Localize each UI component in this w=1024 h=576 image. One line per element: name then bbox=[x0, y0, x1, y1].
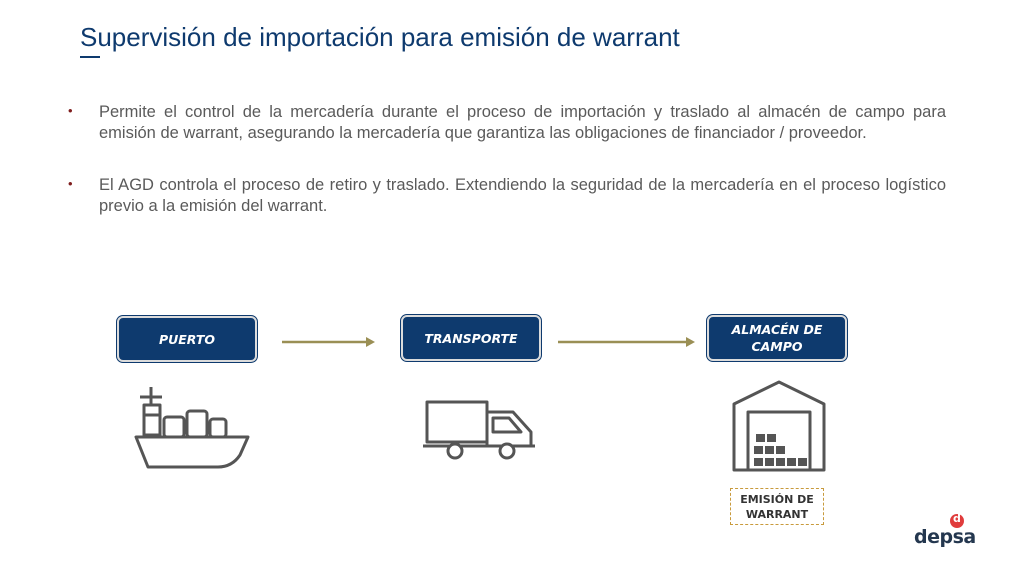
node-label: TRANSPORTE bbox=[424, 330, 518, 346]
node-label: PUERTO bbox=[158, 331, 216, 347]
bullet-text: Permite el control de la mercadería dura… bbox=[99, 103, 946, 142]
flow-arrow bbox=[558, 337, 695, 347]
node-almacen-de-campo: ALMACÉN DE CAMPO bbox=[707, 315, 847, 361]
ship-icon bbox=[134, 387, 250, 469]
warehouse-icon bbox=[732, 380, 826, 472]
flow-arrow bbox=[282, 337, 375, 347]
node-puerto: PUERTO bbox=[117, 316, 257, 362]
bullet-list: • Permite el control de la mercadería du… bbox=[68, 102, 946, 248]
emission-label-line1: EMISIÓN DE bbox=[740, 492, 814, 506]
bullet-text: El AGD controla el proceso de retiro y t… bbox=[99, 176, 946, 215]
bullet-item: • Permite el control de la mercadería du… bbox=[68, 102, 946, 144]
depsa-logo: depsa bbox=[914, 512, 976, 552]
warrant-emission-box: EMISIÓN DE WARRANT bbox=[730, 488, 824, 525]
bullet-marker: • bbox=[68, 103, 73, 118]
emission-label-line2: WARRANT bbox=[745, 507, 809, 521]
bullet-marker: • bbox=[68, 176, 73, 191]
logo-mark-icon bbox=[950, 512, 964, 528]
truck-icon bbox=[423, 400, 535, 460]
page-title: Supervisión de importación para emisión … bbox=[80, 22, 680, 52]
logo-text: depsa bbox=[914, 526, 976, 548]
node-label-line1: ALMACÉN DE bbox=[731, 322, 823, 337]
node-label-line2: CAMPO bbox=[751, 339, 803, 354]
title-underline bbox=[80, 56, 100, 58]
node-transporte: TRANSPORTE bbox=[401, 315, 541, 361]
bullet-item: • El AGD controla el proceso de retiro y… bbox=[68, 175, 946, 217]
